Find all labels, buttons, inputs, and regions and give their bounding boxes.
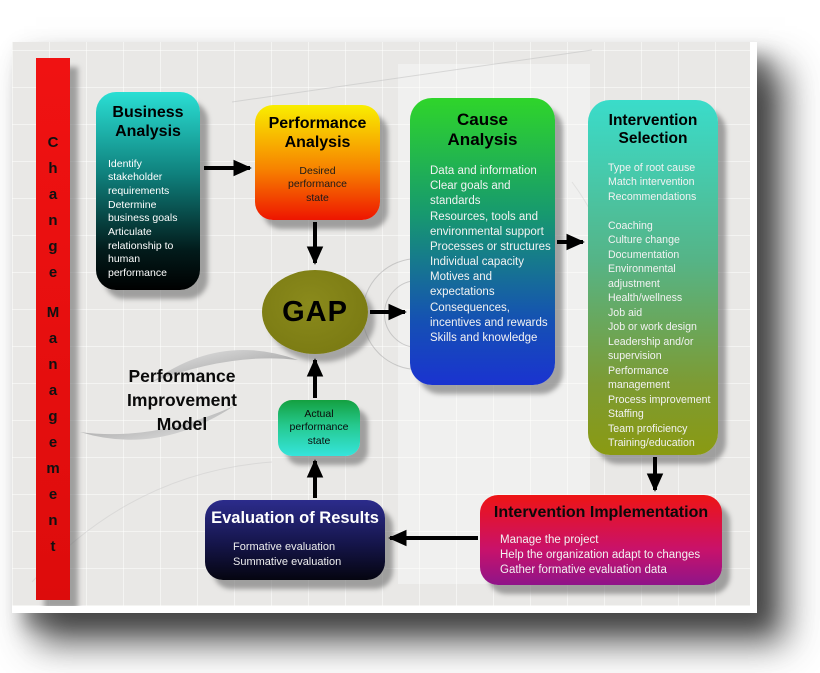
swoosh-bottom-icon — [80, 406, 234, 440]
node-gap: GAP — [262, 270, 368, 354]
intervention-selection-title: Intervention Selection — [608, 112, 698, 148]
implementation-title: Intervention Implementation — [493, 504, 709, 521]
implementation-body: Manage the project Help the organization… — [500, 533, 701, 576]
node-intervention-implementation: Intervention Implementation Manage the p… — [480, 495, 722, 585]
node-actual-performance-state: Actual performance state — [278, 400, 360, 456]
diagram-sheet: Performance Improvement Model C h a n g … — [12, 42, 757, 613]
cause-analysis-body: Data and information Clear goals and sta… — [430, 165, 551, 344]
actual-state-body: Actual performance state — [289, 408, 349, 447]
flow-arrows — [204, 159, 664, 547]
node-evaluation-of-results: Evaluation of Results Formative evaluati… — [205, 500, 385, 580]
performance-analysis-title: Performance Analysis — [268, 115, 367, 151]
diagram-sheet-grid: Performance Improvement Model C h a n g … — [12, 42, 750, 606]
change-management-bar: C h a n g e M a n a g e m e n t — [36, 58, 70, 600]
node-cause-analysis: Cause Analysis Data and information Clea… — [410, 98, 555, 385]
cause-analysis-title: Cause Analysis — [447, 110, 518, 150]
node-performance-analysis: Performance Analysis Desired performance… — [255, 105, 380, 220]
change-label: C h a n g e — [47, 134, 59, 281]
node-intervention-selection: Intervention Selection Type of root caus… — [588, 100, 718, 455]
model-title: Performance Improvement Model — [127, 366, 237, 435]
business-analysis-title: Business Analysis — [112, 104, 184, 140]
evaluation-body: Formative evaluation Summative evaluatio… — [233, 541, 342, 568]
management-label: M a n a g e m e n t — [46, 304, 60, 555]
swoosh-top-icon — [152, 349, 298, 382]
evaluation-title: Evaluation of Results — [211, 509, 379, 527]
business-analysis-body: Identify stakeholder requirements Determ… — [108, 157, 178, 279]
intervention-selection-body: Type of root cause Match intervention Re… — [608, 161, 711, 450]
gap-label: GAP — [282, 295, 348, 328]
performance-analysis-body: Desired performance state — [288, 164, 347, 205]
node-business-analysis: Business Analysis Identify stakeholder r… — [96, 92, 200, 290]
